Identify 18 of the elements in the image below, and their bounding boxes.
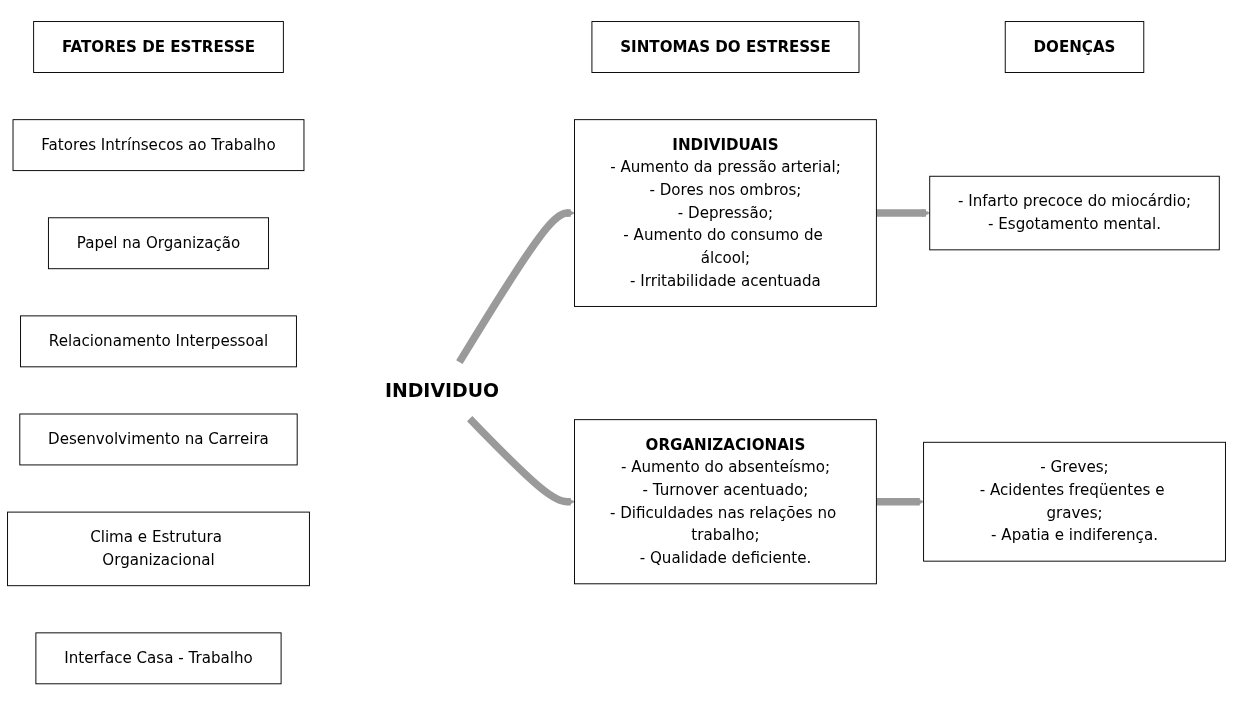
arrow bbox=[467, 416, 575, 507]
node-text: INDIVIDUO bbox=[384, 379, 500, 403]
node-box: DOENÇAS bbox=[1004, 21, 1145, 74]
node-box: FATORES DE ESTRESSE bbox=[33, 21, 284, 74]
node-box: Desenvolvimento na Carreira bbox=[19, 413, 298, 466]
node-box: Papel na Organização bbox=[47, 217, 270, 270]
arrow bbox=[456, 209, 575, 365]
node-box: SINTOMAS DO ESTRESSE bbox=[591, 21, 860, 74]
node-box: Fatores Intrínsecos ao Trabalho bbox=[12, 119, 305, 172]
node-box: Relacionamento Interpessoal bbox=[20, 315, 297, 368]
node-box: - Infarto precoce do miocárdio; - Esgotamento mental. bbox=[929, 176, 1220, 251]
node-box: Clima e Estrutura Organizacional bbox=[7, 511, 310, 587]
node-box: Interface Casa - Trabalho bbox=[35, 632, 282, 685]
arrow bbox=[876, 497, 924, 507]
node-box: - Greves; - Acidentes freqüentes e graves; - Apatia e indiferença. bbox=[923, 442, 1226, 562]
node-box: ORGANIZACIONAIS - Aumento do absenteísmo; - Turnover acentuado; - Dificuldades nas relações no trabalho; - Qualidade deficiente. bbox=[574, 419, 877, 585]
node-box: INDIVIDUAIS - Aumento da pressão arterial; - Dores nos ombros; - Depressão; - Aumento do consumo de álcool; - Irritabilidade acentuada bbox=[574, 119, 877, 308]
arrow bbox=[876, 209, 931, 218]
